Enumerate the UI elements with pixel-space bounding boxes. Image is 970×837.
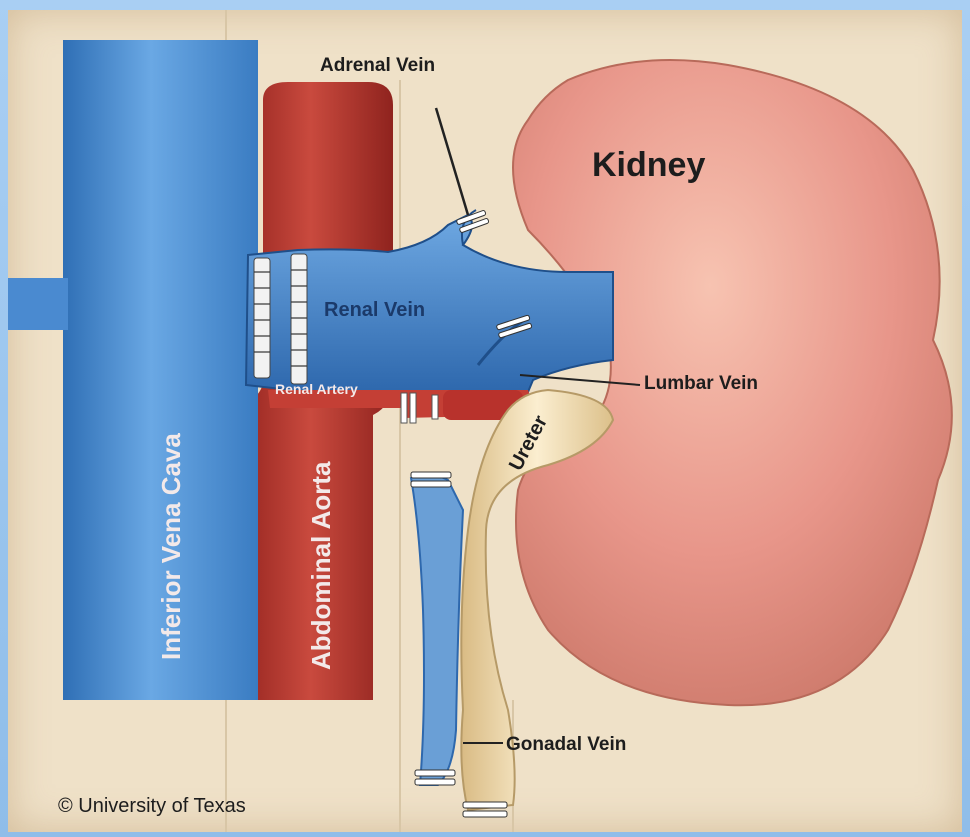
diagram-canvas: Adrenal Vein Kidney Renal Vein Lumbar Ve… xyxy=(8,10,962,832)
copyright-text: © University of Texas xyxy=(58,795,246,817)
kidney-anatomy-diagram: Adrenal Vein Kidney Renal Vein Lumbar Ve… xyxy=(8,10,962,832)
label-renal-artery: Renal Artery xyxy=(275,381,358,397)
label-abdominal-aorta: Abdominal Aorta xyxy=(306,461,336,670)
label-inferior-vena-cava: Inferior Vena Cava xyxy=(156,433,186,660)
label-adrenal-vein: Adrenal Vein xyxy=(320,55,435,76)
label-renal-vein: Renal Vein xyxy=(324,299,425,321)
label-gonadal-vein: Gonadal Vein xyxy=(506,734,626,755)
gonadal-vein xyxy=(411,474,463,785)
adrenal-vein-leader xyxy=(436,108,468,215)
vena-cava-branch xyxy=(8,278,68,330)
label-lumbar-vein: Lumbar Vein xyxy=(644,373,758,394)
label-kidney: Kidney xyxy=(592,146,705,184)
